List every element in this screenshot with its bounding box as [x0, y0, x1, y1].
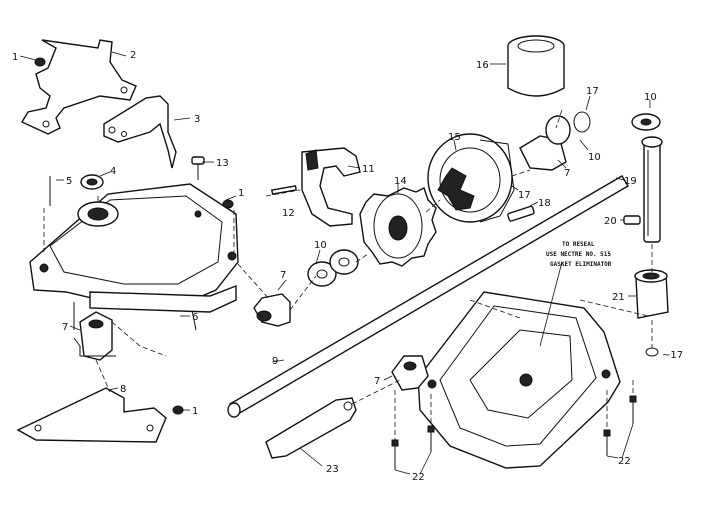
callout-7: 7 [62, 322, 68, 333]
callout-8: 8 [120, 384, 126, 395]
callout-10: 10 [644, 92, 657, 103]
thrust-washer-part [519, 111, 591, 171]
note-leader-line [539, 261, 563, 347]
callout-10: 10 [588, 152, 601, 163]
washer-part [631, 113, 661, 131]
clutch-drum-part [427, 133, 515, 223]
callout-17: 17 [586, 86, 599, 97]
key-part [507, 205, 535, 222]
main-shaft-part [227, 175, 629, 418]
lever-part [103, 95, 177, 169]
washer-part [307, 249, 359, 287]
callout-12: 12 [282, 208, 295, 219]
screw-part [34, 57, 46, 67]
callout-5: 5 [66, 176, 72, 187]
callout-17: 17 [518, 190, 531, 201]
callout-22: 22 [618, 456, 631, 467]
worm-gear-part [359, 187, 437, 267]
gasket-plate-part [16, 387, 167, 443]
callout-15: 15 [448, 132, 461, 143]
assembly-guide-lines [43, 109, 653, 440]
note-line-3: GASKET ELIMINATOR [550, 261, 612, 268]
bearing-part [73, 311, 116, 361]
callout-11: 11 [362, 164, 375, 175]
callout-10: 10 [314, 240, 327, 251]
note-line-2: USE NECTRE NO. 515 [546, 251, 611, 258]
bearing-part [253, 293, 291, 327]
coupling-part [634, 269, 669, 319]
callout-16: 16 [476, 60, 489, 71]
clutch-fork-part [301, 147, 361, 227]
output-shaft-part [641, 136, 663, 243]
screw-part [222, 199, 234, 209]
gearbox-housing-part [29, 183, 239, 331]
callout-22: 22 [412, 472, 425, 483]
callout-7: 7 [374, 376, 380, 387]
callout-18: 18 [538, 198, 551, 209]
retaining-ring-part [645, 347, 659, 357]
callout-13: 13 [216, 158, 229, 169]
callout-17: ~17 [662, 350, 683, 361]
callout-9: 9 [272, 356, 278, 367]
cross-pin-part [623, 215, 641, 225]
bearing-part [391, 355, 429, 391]
note-line-1: TO RESEAL [562, 241, 595, 248]
callout-7: 7 [564, 168, 570, 179]
callout-leaders [19, 51, 651, 475]
callout-4: 4 [110, 166, 116, 177]
callout-14: 14 [394, 176, 407, 187]
callout-2: 2 [130, 50, 136, 61]
callout-7: 7 [280, 270, 286, 281]
callout-1: 1 [192, 406, 198, 417]
callout-23: 23 [326, 464, 339, 475]
bolt-part [391, 395, 637, 470]
callout-21: 21 [612, 292, 625, 303]
wrench-part [265, 397, 357, 459]
callout-labels: 1 2 3 13 5 4 1 6 7 8 1 12 11 7 10 9 14 1… [12, 50, 683, 483]
pin-guide-line [265, 189, 301, 197]
reseal-note: TO RESEAL USE NECTRE NO. 515 GASKET ELIM… [546, 241, 612, 268]
bracket-part [20, 39, 137, 135]
callout-19: 19 [624, 176, 637, 187]
callout-1: 1 [12, 52, 18, 63]
bushing-part [507, 35, 565, 97]
callout-20: 20 [604, 216, 617, 227]
callout-6: 6 [192, 312, 198, 323]
base-housing-part [417, 291, 621, 469]
callout-3: 3 [194, 114, 200, 125]
pin-part [191, 156, 205, 180]
nut-part [80, 174, 104, 190]
key-pin-part [271, 185, 297, 195]
callout-1: 1 [238, 188, 244, 199]
